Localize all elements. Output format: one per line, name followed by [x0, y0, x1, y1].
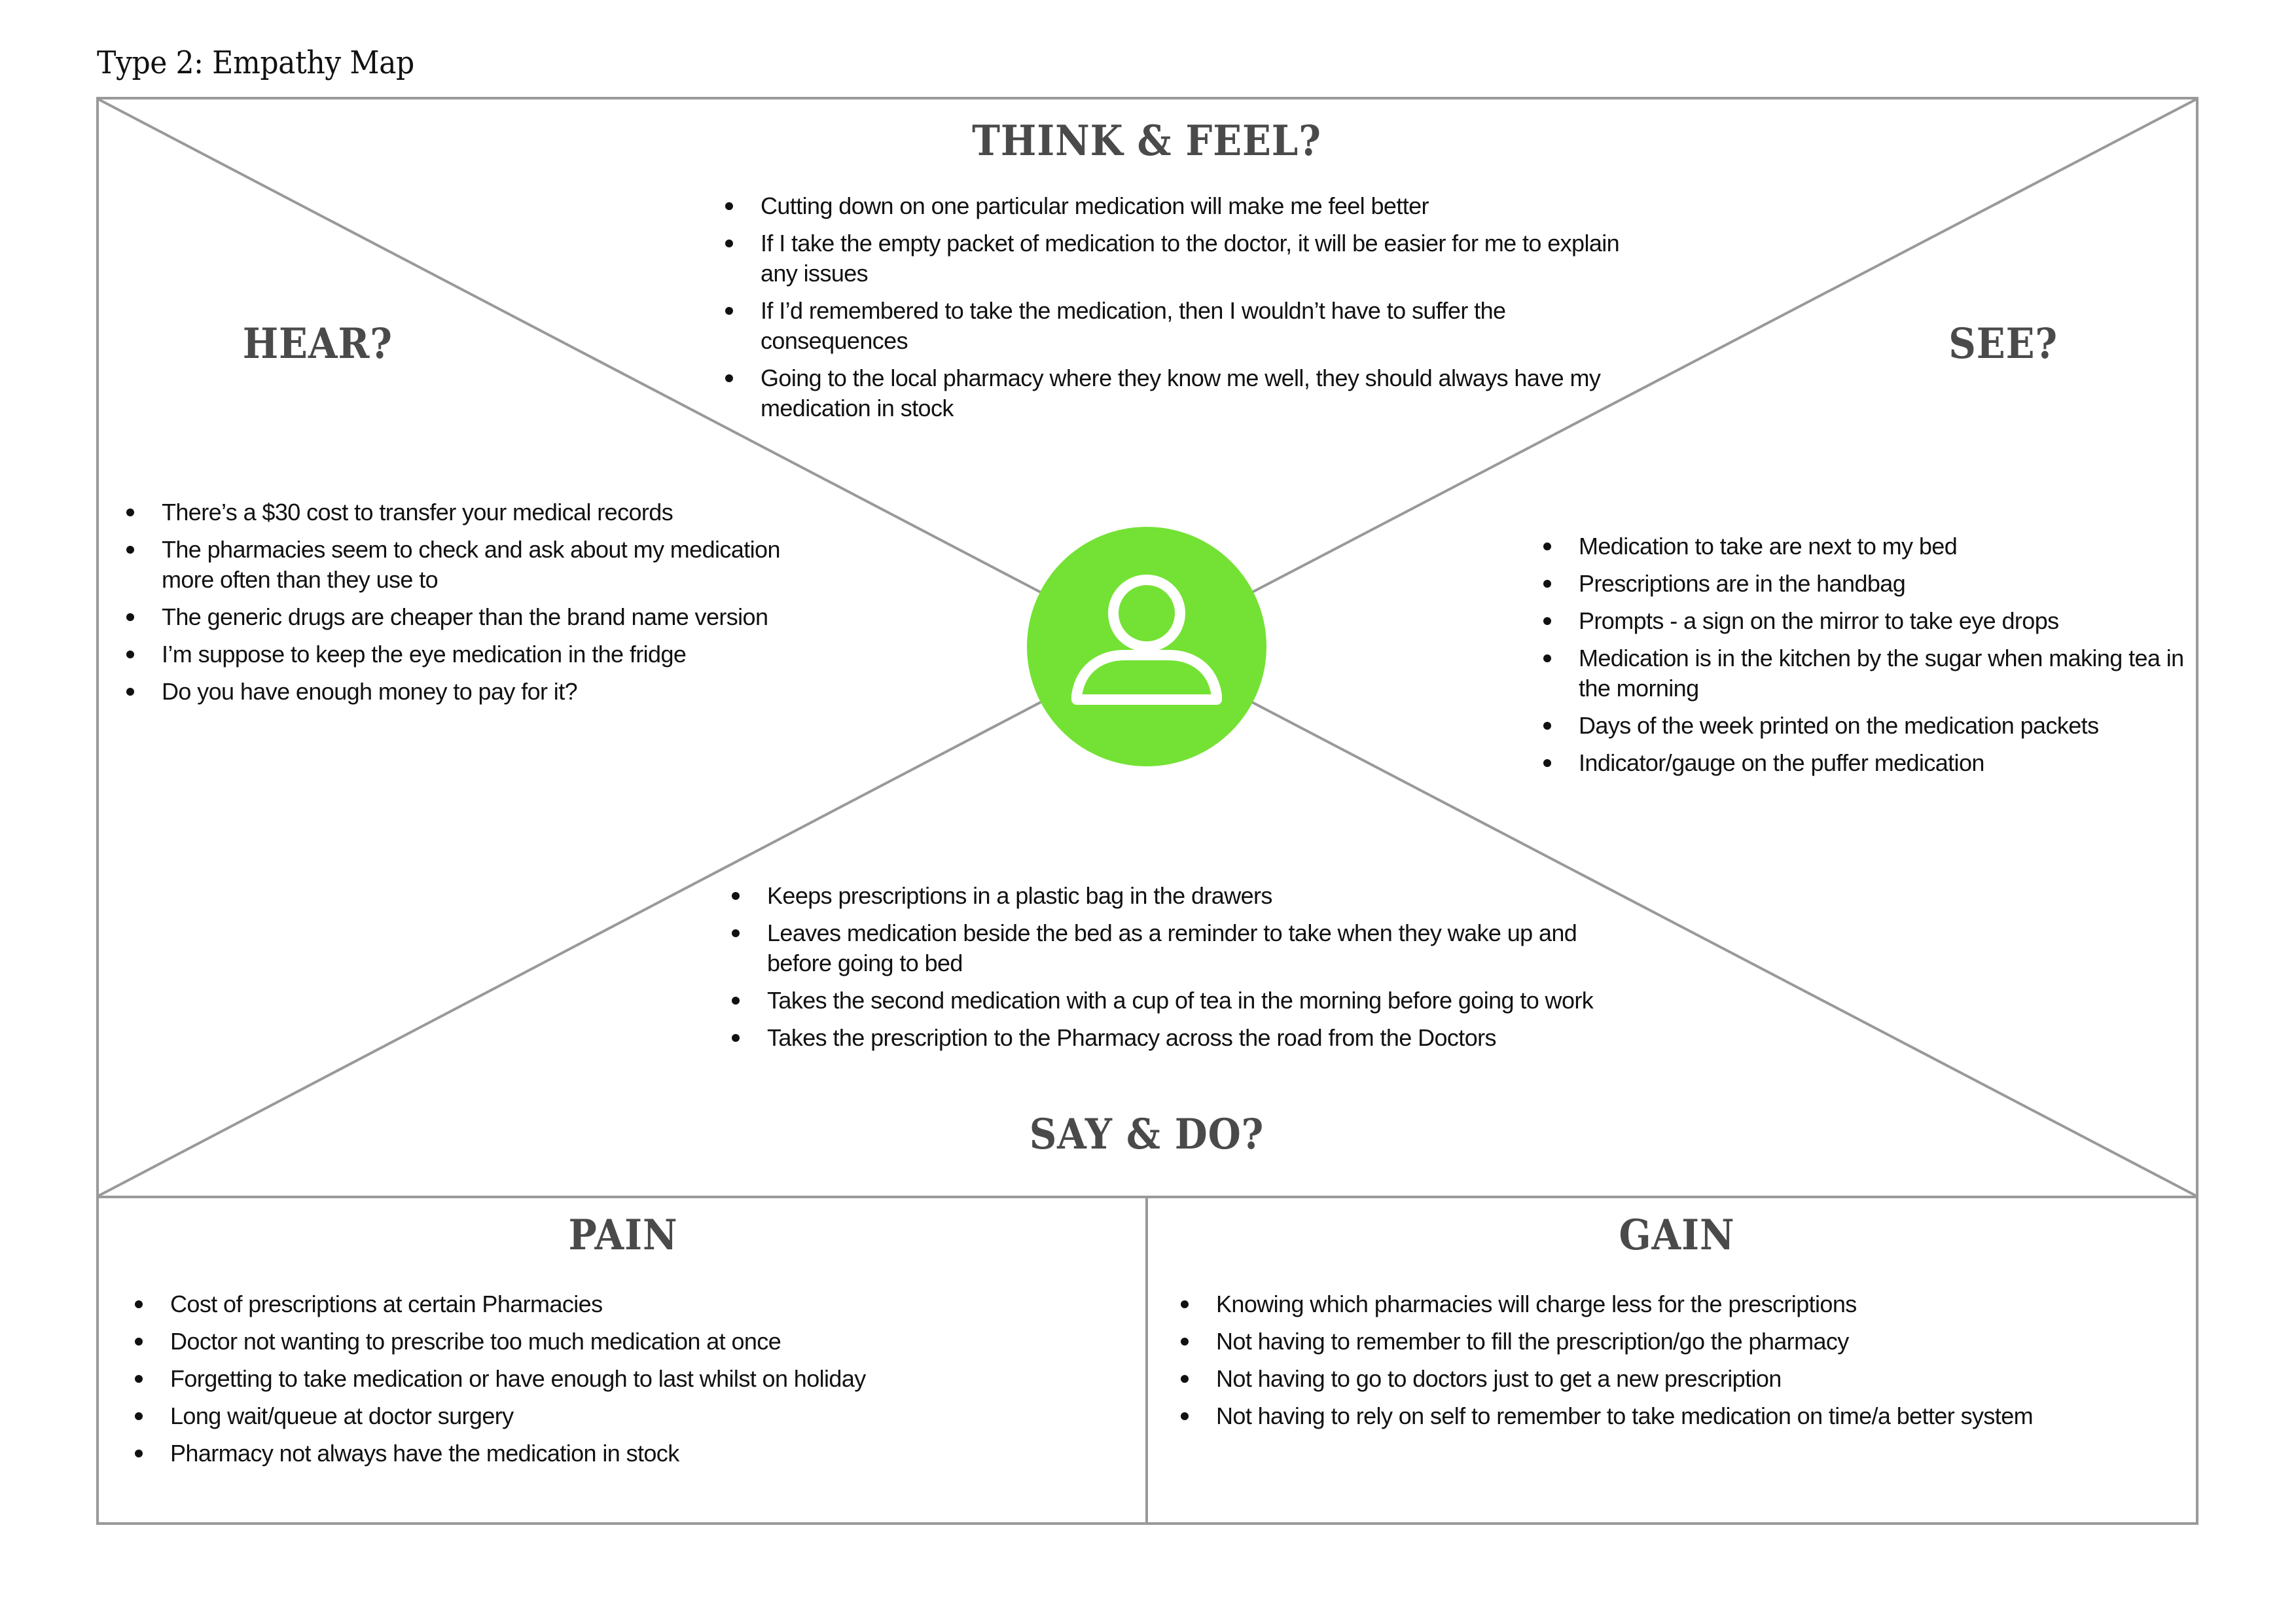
list-item: Going to the local pharmacy where they k…: [720, 363, 1636, 423]
hear-heading: HEAR?: [242, 319, 393, 368]
list-item: Takes the second medication with a cup o…: [726, 986, 1630, 1016]
hear-list: There’s a $30 cost to transfer your medi…: [121, 497, 808, 714]
diagonal-bottom-left: [98, 701, 1041, 1197]
list-item: Knowing which pharmacies will charge les…: [1175, 1289, 2197, 1319]
diagonal-top-left: [98, 98, 1041, 594]
say-do-heading: SAY & DO?: [1029, 1110, 1265, 1159]
list-item: Not having to go to doctors just to get …: [1175, 1364, 2197, 1394]
pain-list: Cost of prescriptions at certain Pharmac…: [130, 1289, 1124, 1476]
list-item: Indicator/gauge on the puffer medication: [1538, 748, 2193, 778]
list-item: Do you have enough money to pay for it?: [121, 677, 808, 707]
list-item: If I take the empty packet of medication…: [720, 228, 1636, 289]
list-item: The pharmacies seem to check and ask abo…: [121, 535, 808, 595]
list-item: Not having to remember to fill the presc…: [1175, 1327, 2197, 1357]
think-feel-list: Cutting down on one particular medicatio…: [720, 191, 1636, 431]
list-item: I’m suppose to keep the eye medication i…: [121, 639, 808, 669]
gain-list: Knowing which pharmacies will charge les…: [1175, 1289, 2197, 1438]
list-item: Not having to rely on self to remember t…: [1175, 1401, 2197, 1431]
list-item: Medication to take are next to my bed: [1538, 531, 2193, 562]
list-item: Keeps prescriptions in a plastic bag in …: [726, 881, 1630, 911]
page-title: Type 2: Empathy Map: [97, 45, 414, 81]
diagonal-top-right: [1251, 98, 2197, 594]
think-feel-heading: THINK & FEEL?: [972, 116, 1321, 166]
list-item: Cost of prescriptions at certain Pharmac…: [130, 1289, 1124, 1319]
see-heading: SEE?: [1948, 319, 2058, 368]
list-item: Doctor not wanting to prescribe too much…: [130, 1327, 1124, 1357]
list-item: Prompts - a sign on the mirror to take e…: [1538, 606, 2193, 636]
user-icon: [1071, 575, 1222, 705]
see-list: Medication to take are next to my bed Pr…: [1538, 531, 2193, 785]
say-do-list: Keeps prescriptions in a plastic bag in …: [726, 881, 1630, 1060]
list-item: There’s a $30 cost to transfer your medi…: [121, 497, 808, 527]
diagonal-bottom-right: [1251, 701, 2197, 1197]
list-item: Medication is in the kitchen by the suga…: [1538, 643, 2193, 704]
list-item: Forgetting to take medication or have en…: [130, 1364, 1124, 1394]
list-item: Takes the prescription to the Pharmacy a…: [726, 1023, 1630, 1053]
persona-avatar: [1027, 527, 1266, 766]
list-item: Prescriptions are in the handbag: [1538, 569, 2193, 599]
list-item: Long wait/queue at doctor surgery: [130, 1401, 1124, 1431]
list-item: Cutting down on one particular medicatio…: [720, 191, 1636, 221]
gain-heading: GAIN: [1619, 1211, 1735, 1260]
list-item: The generic drugs are cheaper than the b…: [121, 602, 808, 632]
list-item: Pharmacy not always have the medication …: [130, 1438, 1124, 1469]
list-item: Leaves medication beside the bed as a re…: [726, 918, 1630, 978]
list-item: If I’d remembered to take the medication…: [720, 296, 1636, 356]
list-item: Days of the week printed on the medicati…: [1538, 711, 2193, 741]
pain-heading: PAIN: [568, 1211, 678, 1260]
